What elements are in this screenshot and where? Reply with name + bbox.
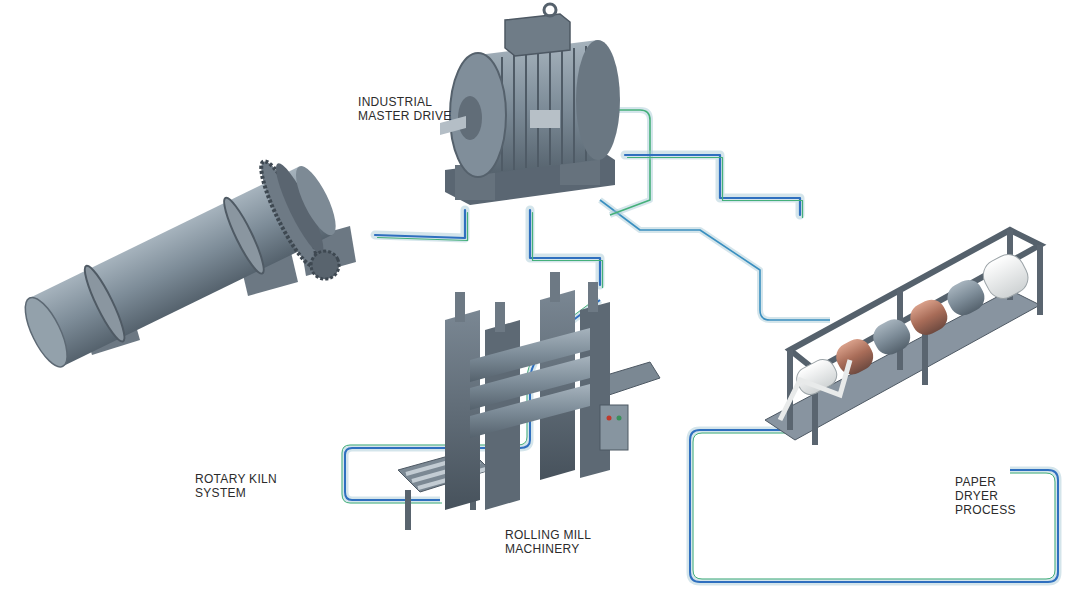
machine-label: ROTARY KILN SYSTEM [195,472,281,500]
dryer-frame [790,230,1040,370]
power-cable [625,155,803,218]
cable-glow [625,155,800,215]
cable-glow [375,210,465,238]
paper-web [780,360,850,420]
machine-node: PAPER DRYER PROCESS [755,215,1045,505]
power-cable [530,210,603,288]
terminal-box [505,14,570,56]
dryer-illustration [765,230,1040,445]
kiln-end [17,292,75,373]
frame-posts [790,230,1040,445]
control-button [607,416,612,421]
kiln-ring [79,262,130,345]
cable-glow [530,210,600,285]
kiln-end [288,161,343,240]
paper-roll [978,249,1034,304]
dryer-cylinder [868,314,915,359]
front-flange [450,53,506,177]
name-plate [530,110,560,128]
kiln-illustration [8,143,360,406]
dryer-cylinder [943,275,990,320]
cable-loop [690,430,1058,582]
control-box [600,405,628,450]
work-rolls [470,328,590,438]
cable-loop [690,430,1058,582]
control-button [617,416,622,421]
cable-loop [693,433,1055,579]
cable-core [530,210,600,285]
cable-strand [628,158,803,218]
machine-node: ROLLING MILL MACHINERY [420,285,640,565]
kiln-ring [218,194,269,277]
fan-cover [576,40,620,160]
machine-label: PAPER DRYER PROCESS [955,475,1043,517]
cable-strand [378,213,468,241]
cable-core [375,210,465,238]
motor-illustration [440,4,620,205]
dryer-cylinder [905,295,952,340]
machine-node: INDUSTRIAL MASTER DRIVE [355,5,625,210]
lifting-eye [544,4,556,16]
cable-loop [600,200,830,320]
machine-label: INDUSTRIAL MASTER DRIVE [358,95,454,123]
cable-loop [600,200,830,320]
machine-label: ROLLING MILL MACHINERY [505,528,597,556]
mill-illustration [398,272,660,530]
cable-strand [533,213,603,288]
dryer-cylinder [831,334,878,379]
pinion-gear [306,246,343,283]
cable-core [625,155,800,215]
table-leg [405,490,411,530]
decorative-cables [342,110,1058,582]
power-cable [375,210,468,241]
mill-housing [445,310,480,510]
machine-node: ROTARY KILN SYSTEM [35,150,375,510]
screwdowns [455,272,598,332]
